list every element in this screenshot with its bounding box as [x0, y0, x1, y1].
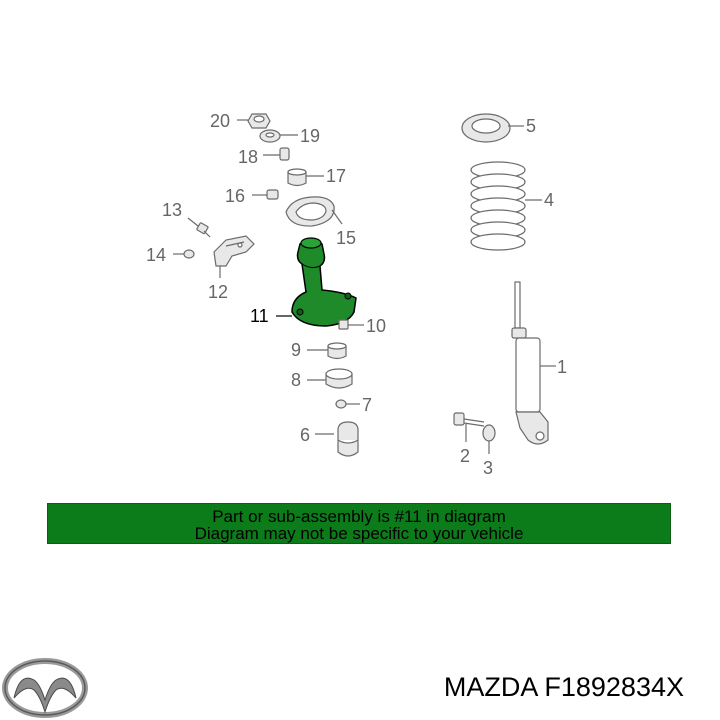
callout-10: 10 [366, 316, 386, 336]
banner-line-2: Diagram may not be specific to your vehi… [194, 524, 524, 543]
part-4-coil-spring [470, 161, 542, 251]
callout-9: 9 [291, 340, 301, 360]
mazda-logo-icon [2, 658, 88, 718]
callout-14: 14 [146, 245, 166, 265]
callout-19: 19 [300, 126, 320, 146]
part-11-spring-seat-mount [276, 237, 357, 327]
part-12-bracket [213, 235, 255, 278]
callout-16: 16 [225, 186, 245, 206]
part-14-nut [173, 249, 195, 259]
callout-3: 3 [483, 458, 493, 478]
part-19-washer [259, 129, 298, 143]
callout-11: 11 [250, 306, 269, 326]
part-2-bolt [453, 412, 485, 442]
callout-17: 17 [326, 166, 346, 186]
part-20-nut [237, 113, 271, 129]
banner-line-1: Part or sub-assembly is #11 in diagram [212, 507, 506, 526]
callout-6: 6 [300, 425, 310, 445]
part-18-bushing [263, 147, 290, 161]
part-number: MAZDA F1892834X [443, 672, 684, 702]
part-10-bolt [338, 319, 364, 330]
part-13-bolt [187, 217, 211, 238]
callout-8: 8 [291, 370, 301, 390]
part-5-spring-seat [461, 113, 524, 143]
part-1-shock-absorber [511, 281, 556, 445]
info-banner: Part or sub-assembly is #11 in diagram D… [47, 503, 671, 544]
callout-20: 20 [210, 111, 230, 131]
callout-12: 12 [208, 282, 228, 302]
part-6-bump-stop [315, 421, 359, 457]
part-9-nut [307, 342, 347, 360]
callout-2: 2 [460, 446, 470, 466]
part-8-bushing [307, 368, 353, 389]
callout-15: 15 [336, 228, 356, 248]
callout-13: 13 [162, 200, 182, 220]
part-15-mount-plate [285, 196, 343, 227]
callout-7: 7 [362, 395, 372, 415]
callout-4: 4 [544, 190, 554, 210]
callout-5: 5 [526, 116, 536, 136]
part-16-nut [252, 189, 279, 200]
part-3-nut [482, 424, 496, 454]
part-7-washer [335, 399, 360, 409]
part-17-bushing [287, 168, 324, 187]
callout-1: 1 [557, 357, 567, 377]
callout-18: 18 [238, 147, 258, 167]
